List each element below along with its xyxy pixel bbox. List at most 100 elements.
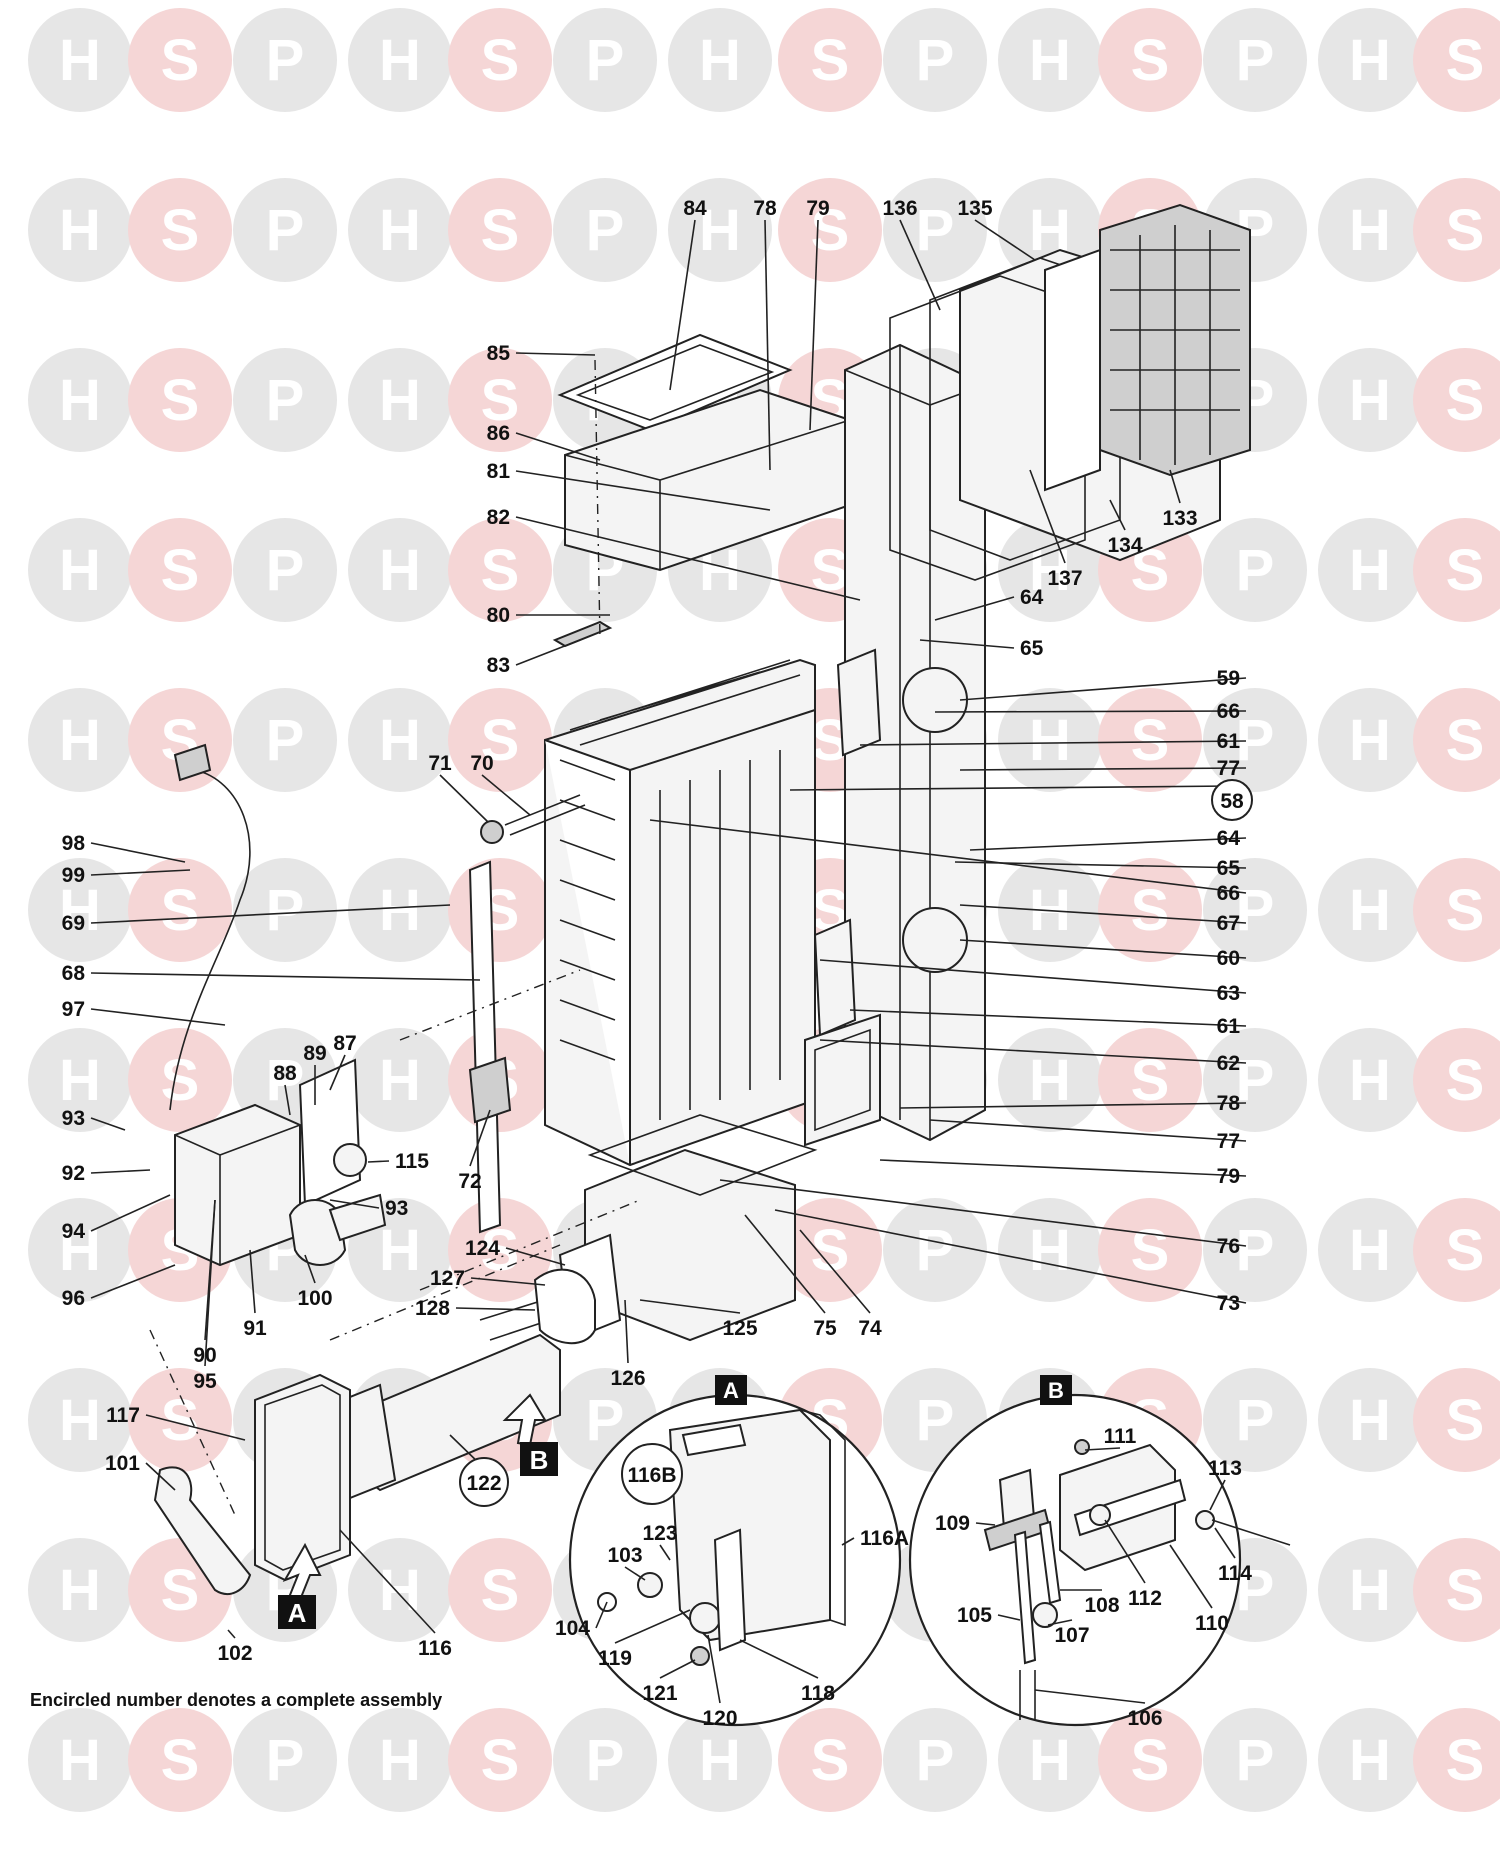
watermark-s-badge: S	[778, 1708, 882, 1812]
watermark-h-badge: H	[348, 518, 452, 622]
inset-b-thermocouple-108	[1038, 1520, 1062, 1605]
watermark-s-badge: S	[1413, 1708, 1500, 1812]
watermark-letter: H	[699, 198, 741, 263]
leader-line-118	[739, 1639, 819, 1679]
watermark-letter: H	[1029, 1728, 1071, 1793]
watermark-s-badge: S	[128, 348, 232, 452]
leader-line-87	[329, 1054, 346, 1091]
watermark-letter: H	[59, 198, 101, 263]
inset-a-tag-text: A	[723, 1378, 739, 1403]
part-label-105: 105	[957, 1604, 992, 1627]
leader-lines	[90, 219, 1247, 1704]
pump-elbow-upper	[902, 667, 968, 733]
leader-line-134	[1109, 499, 1126, 531]
leader-line-63	[819, 959, 1247, 994]
leader-line-69	[90, 904, 451, 924]
watermark-p-badge: P	[553, 1708, 657, 1812]
lower-sump-gasket	[587, 1114, 818, 1196]
watermark-letter: P	[586, 1728, 625, 1793]
watermark-letter: H	[699, 1728, 741, 1793]
watermark-p-badge: P	[1203, 688, 1307, 792]
watermark-s-badge: S	[1098, 1198, 1202, 1302]
inset-a-window	[681, 1423, 747, 1457]
watermark-p-badge: P	[883, 1708, 987, 1812]
watermark-h-badge: H	[28, 518, 132, 622]
part-label-84: 84	[683, 197, 707, 220]
part-label-127: 127	[430, 1267, 465, 1290]
watermark-h-badge: H	[998, 1708, 1102, 1812]
inset-a-gasket	[799, 1409, 846, 1627]
part-label-115: 115	[395, 1150, 429, 1173]
watermark-letter: H	[379, 538, 421, 603]
watermark-letter: H	[59, 1048, 101, 1113]
inset-b-lead-106	[1019, 1670, 1036, 1720]
watermark-letter: P	[1236, 538, 1275, 603]
watermark-letter: P	[266, 878, 305, 943]
front-plate-116	[254, 1373, 351, 1582]
leader-line-117	[145, 1414, 246, 1441]
leader-line-116A	[841, 1537, 855, 1546]
watermark-letter: P	[916, 198, 955, 263]
watermark-letter: P	[916, 1728, 955, 1793]
leader-line-85	[515, 352, 596, 356]
leader-line-124	[505, 1247, 566, 1266]
spacer-plate-72	[468, 1056, 512, 1124]
part-label-125: 125	[722, 1317, 757, 1340]
leader-line-128	[455, 1307, 536, 1311]
leader-line-77a	[959, 767, 1247, 771]
leader-line-65a	[919, 639, 1015, 649]
part-label-80: 80	[487, 604, 510, 627]
watermark-h-badge: H	[998, 8, 1102, 112]
part-label-74: 74	[858, 1317, 882, 1340]
watermark-s-badge: S	[778, 178, 882, 282]
part-label-73: 73	[1217, 1292, 1240, 1315]
part-label-101: 101	[105, 1452, 140, 1475]
inset-b-screw-111	[1074, 1439, 1090, 1455]
part-label-124: 124	[465, 1237, 500, 1260]
inset-a-tag: A	[715, 1375, 747, 1405]
part-label-128: 128	[415, 1297, 450, 1320]
part-label-94: 94	[62, 1220, 86, 1243]
stud-70	[504, 794, 586, 836]
heat-exchanger-top-fins	[569, 659, 801, 746]
watermark-h-badge: H	[348, 348, 452, 452]
watermark-h-badge: H	[1318, 1198, 1422, 1302]
pump-elbow-lower	[902, 907, 968, 973]
watermark-s-badge: S	[128, 1028, 232, 1132]
inset-b-electrode-105	[1013, 1530, 1037, 1665]
watermark-letter: H	[1349, 878, 1391, 943]
watermark-letter: P	[586, 198, 625, 263]
fan-box-gasket-2	[889, 275, 1086, 581]
watermark-letter: S	[481, 198, 520, 263]
part-label-58: 58	[1220, 790, 1244, 813]
leader-line-133	[1169, 469, 1181, 504]
part-label-122: 122	[466, 1472, 501, 1495]
leader-line-111	[1084, 1447, 1121, 1451]
watermark-s-badge: S	[1098, 1028, 1202, 1132]
watermark-letter: H	[1029, 1218, 1071, 1283]
watermark-p-badge: P	[1203, 518, 1307, 622]
part-label-118: 118	[801, 1682, 835, 1705]
arrow-b-tag: B	[520, 1442, 558, 1476]
watermark-s-badge: S	[1413, 688, 1500, 792]
part-label-93a: 93	[62, 1107, 85, 1130]
watermark-letter: S	[1131, 878, 1170, 943]
part-label-67: 67	[1217, 912, 1240, 935]
watermark-letter: S	[1131, 708, 1170, 773]
leader-line-92	[90, 1169, 151, 1174]
part-label-100: 100	[297, 1287, 332, 1310]
leader-line-100	[304, 1254, 316, 1284]
leader-line-102	[227, 1629, 236, 1639]
watermark-s-badge: S	[1413, 178, 1500, 282]
part-label-103: 103	[607, 1544, 642, 1567]
watermark-letter: P	[266, 1728, 305, 1793]
part-label-81: 81	[487, 460, 511, 483]
leader-line-71	[439, 774, 489, 823]
part-label-107: 107	[1054, 1624, 1089, 1647]
watermark-h-badge: H	[998, 688, 1102, 792]
leader-line-96	[90, 1264, 176, 1299]
part-label-76: 76	[1217, 1235, 1240, 1258]
watermark-letter: S	[161, 1558, 200, 1623]
flue-hood-lip	[552, 620, 613, 648]
